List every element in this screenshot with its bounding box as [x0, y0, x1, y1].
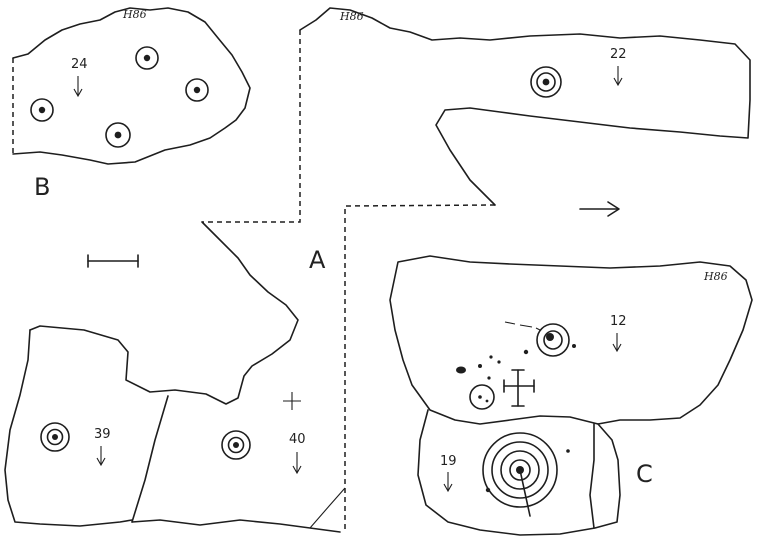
- stone-c-label: C: [636, 460, 653, 488]
- stone-a-lower-outline: [29, 221, 299, 405]
- double-ring-mark: [530, 66, 562, 98]
- orientation-arrow-icon: [73, 76, 83, 98]
- stones-39-40: 39 40: [4, 329, 346, 533]
- stone-39-outline: [4, 329, 133, 527]
- stone-b-number: 24: [71, 57, 88, 72]
- concentric-ring-mark: [482, 432, 570, 517]
- orientation-arrow-icon: [612, 333, 622, 353]
- stone-40-number: 40: [289, 432, 306, 447]
- cup-and-ring-mark: [30, 98, 54, 122]
- stone-a-broken-edge: [202, 30, 301, 223]
- orientation-arrow-icon: [96, 446, 106, 467]
- small-ring-mark: [469, 384, 495, 410]
- stone-c-outline: [389, 255, 753, 425]
- cup-and-ring-mark: [40, 422, 70, 452]
- stone-40-outline: [131, 519, 341, 533]
- stone-divider: [131, 395, 169, 523]
- cup-marks: [456, 349, 529, 380]
- orientation-arrow-icon: [443, 472, 453, 493]
- stone-a-label: A: [309, 246, 326, 274]
- panel-22-number: 22: [610, 47, 627, 62]
- cup-and-ring-mark: [135, 46, 159, 70]
- orientation-arrow-icon: [292, 452, 302, 475]
- cup-and-ring-mark: [105, 122, 131, 148]
- cup-and-ring-mark: [504, 321, 576, 357]
- artist-signature: H86: [122, 8, 147, 21]
- stone-c: 12 19 C: [389, 255, 753, 536]
- stone-c-number: 12: [610, 314, 627, 329]
- stone-b-outline: [12, 7, 251, 165]
- stone-a: A: [29, 7, 751, 530]
- stone-a-outline: [299, 7, 751, 206]
- stone-b: 24 B: [12, 7, 251, 201]
- direction-arrow-icon: [579, 201, 620, 217]
- cup-and-ring-mark: [185, 78, 209, 102]
- panel-22: 22: [530, 47, 627, 217]
- stone-39-number: 39: [94, 427, 111, 442]
- artist-signature: H86: [339, 10, 364, 23]
- stone-19-outline: [417, 409, 621, 536]
- stone-40-corner: [309, 487, 346, 529]
- christian-cross-carving: [503, 369, 535, 407]
- stone-c-joint: [589, 423, 595, 529]
- cup-and-ring-mark: [221, 430, 251, 460]
- stone-b-label: B: [34, 173, 50, 201]
- stone-19-number: 19: [440, 454, 457, 469]
- scale-bar: [87, 254, 139, 268]
- cross-mark: [283, 392, 301, 410]
- artist-signature: H86: [703, 270, 728, 283]
- orientation-arrow-icon: [613, 66, 623, 87]
